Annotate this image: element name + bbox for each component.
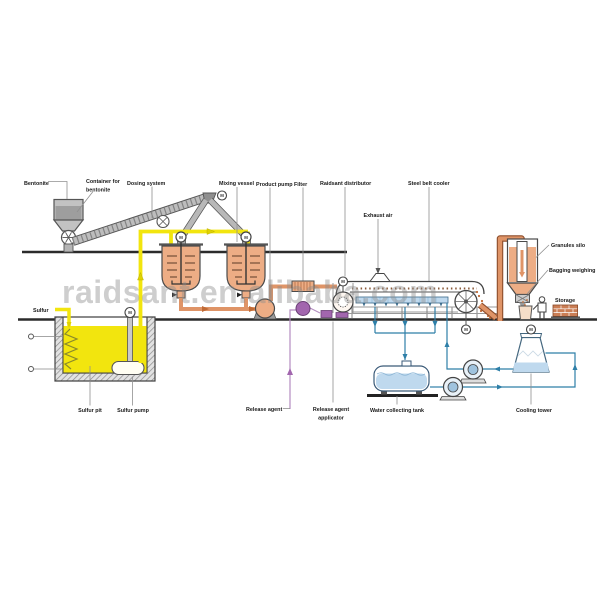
- watermark: raidsant.en.alibaba.com: [62, 274, 438, 310]
- motor-symbol: M: [179, 235, 183, 240]
- cooling-tower: M: [512, 324, 550, 373]
- release-agent-system: [287, 301, 349, 409]
- sulfur-pump: M: [111, 306, 145, 376]
- valve-icon: [172, 292, 177, 298]
- label-release-agent: Release agent: [246, 407, 282, 413]
- label-bagging-weighing: Bagging weighing: [549, 268, 595, 274]
- label-storage: Storage: [555, 298, 575, 304]
- product-piping: [179, 280, 337, 320]
- water-pump-1: [459, 359, 487, 384]
- filter: [291, 280, 315, 292]
- level-sensor-icon: [28, 333, 34, 340]
- steel-belt-cooler: M: [335, 273, 503, 335]
- label-sulfur: Sulfur: [33, 308, 49, 314]
- motor-symbol: M: [341, 279, 345, 284]
- label-product-pump: Product pump: [256, 182, 293, 188]
- release-agent-pipe: [289, 309, 296, 409]
- release-agent-pump: [295, 301, 311, 316]
- motor-icon: [175, 231, 187, 243]
- worker-figure: [532, 296, 547, 319]
- water-collecting-tank: [367, 360, 438, 397]
- granules-silo: [506, 238, 539, 296]
- label-steel-belt-cooler: Steel belt cooler: [408, 181, 451, 187]
- mixing-vessel-2: M: [224, 231, 268, 299]
- motor-symbol: M: [529, 327, 533, 332]
- label-exhaust-air: Exhaust air: [363, 213, 393, 219]
- bagging-station: [515, 294, 533, 320]
- raidsant-distributor: M: [332, 276, 354, 313]
- label-water-collecting-tank: Water collecting tank: [370, 408, 424, 414]
- cooling-spray-bar: [355, 296, 449, 307]
- label-granules-silo: Granules silo: [551, 243, 586, 249]
- motor-symbol: M: [464, 327, 468, 332]
- storage-pallet: [551, 304, 580, 318]
- release-agent-applicator: [320, 310, 349, 318]
- motor-icon: [216, 190, 228, 201]
- motor-icon: [240, 231, 252, 243]
- motor-icon: [124, 306, 136, 319]
- label-filter: Filter: [294, 182, 308, 188]
- label-raidsant-distributor: Raidsant distributor: [320, 181, 372, 187]
- motor-symbol: M: [128, 310, 132, 315]
- cooling-water-pipework: [372, 303, 578, 390]
- leader-lines: [48, 181, 550, 409]
- label-mixing-vessel: Mixing vessel: [219, 181, 255, 187]
- dosing-conveyor: M: [71, 190, 251, 246]
- product-pump: [254, 298, 276, 319]
- water-pump-2: [439, 376, 467, 401]
- label-dosing-system: Dosing system: [127, 181, 166, 187]
- level-sensor-icon: [28, 366, 34, 372]
- label-cooling-tower: Cooling tower: [516, 408, 553, 414]
- motor-icon: [525, 324, 537, 335]
- down-arrow-icon: [375, 268, 381, 274]
- motor-icon: [460, 324, 472, 335]
- label-sulfur-pit: Sulfur pit: [78, 408, 102, 414]
- motor-symbol: M: [244, 235, 248, 240]
- exhaust-hood-icon: [369, 273, 391, 282]
- heating-coil-icon: [63, 328, 79, 370]
- valve-icon: [237, 292, 242, 298]
- manhole: [401, 360, 412, 367]
- mixing-vessel-1: M: [159, 231, 203, 299]
- motor-icon: [337, 276, 349, 287]
- motor-symbol: M: [220, 193, 224, 198]
- label-sulfur-pump: Sulfur pump: [117, 408, 149, 414]
- label-bentonite: Bentonite: [24, 181, 49, 187]
- bag: [518, 305, 533, 320]
